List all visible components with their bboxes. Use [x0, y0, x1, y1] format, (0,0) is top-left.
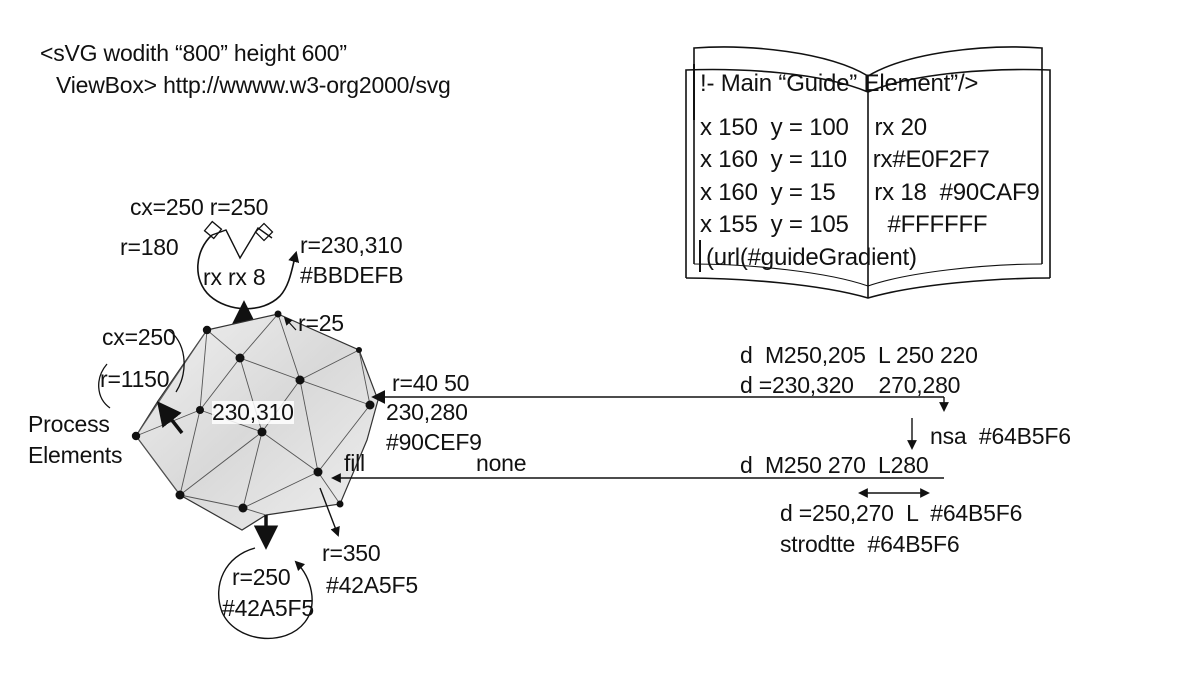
process-label-line2: Elements: [28, 442, 123, 468]
process-label-line1: Process: [28, 411, 110, 437]
polygon-right-r-label: r=40 50: [392, 370, 470, 396]
top-r-label: r=180: [120, 234, 179, 260]
book-line-5: (url(#guideGradient): [706, 244, 917, 271]
book-line-1: x 150 y = 100 rx 20: [700, 114, 927, 141]
book-line-2: x 160 y = 110 rx#E0F2F7: [700, 146, 990, 173]
path-line-4: d =250,270 L #64B5F6: [780, 500, 1023, 526]
bottom-circle-color-label: #42A5F5: [222, 595, 314, 621]
top-inner-label: rx rx 8: [203, 264, 266, 290]
bottom-circle-r-label: r=250: [232, 564, 291, 590]
path-line-1: d M250,205 L 250 220: [740, 342, 978, 368]
left-cx-label: cx=250: [102, 324, 176, 350]
polygon-arrows: [156, 316, 340, 550]
polygon-right-coords-label: 230,280: [386, 399, 468, 425]
left-r-label: r=1150: [100, 366, 170, 392]
svg-header-line1: <sVG wodith “800” height 600”: [40, 40, 347, 66]
path-line-5: strodtte #64B5F6: [780, 531, 960, 557]
polygon-right-color-label: #90CEF9: [386, 429, 482, 455]
book-line-4: x 155 y = 105 #FFFFFF: [700, 211, 988, 238]
path-line-2: d =230,320 270,280: [740, 372, 961, 398]
left-arcs: [98, 329, 185, 409]
connector-arrows: [331, 390, 949, 498]
bottom-loop-arrow: [218, 547, 313, 640]
bottom-color-label: #42A5F5: [326, 572, 418, 598]
book-line-3: x 160 y = 15 rx 18 #90CAF9: [700, 179, 1040, 206]
nsa-label: nsa #64B5F6: [930, 423, 1071, 449]
path-line-3: d M250 270 L280: [740, 452, 929, 478]
svg-header-line2: ViewBox> http://wwww.w3-org2000/svg: [56, 72, 451, 98]
top-color-label: #BBDEFB: [300, 262, 404, 288]
open-book: [685, 46, 1051, 299]
polygon-r-label: r=25: [298, 310, 344, 336]
bottom-r-label: r=350: [322, 540, 381, 566]
polygon-coords-label: 230,310: [212, 399, 294, 425]
fill-label: fill: [344, 450, 365, 476]
none-label: none: [476, 450, 527, 476]
top-coords-label: r=230,310: [300, 232, 403, 258]
top-cx-label: cx=250 r=250: [130, 194, 269, 220]
book-title: !- Main “Guide” Element”/>: [700, 70, 979, 97]
